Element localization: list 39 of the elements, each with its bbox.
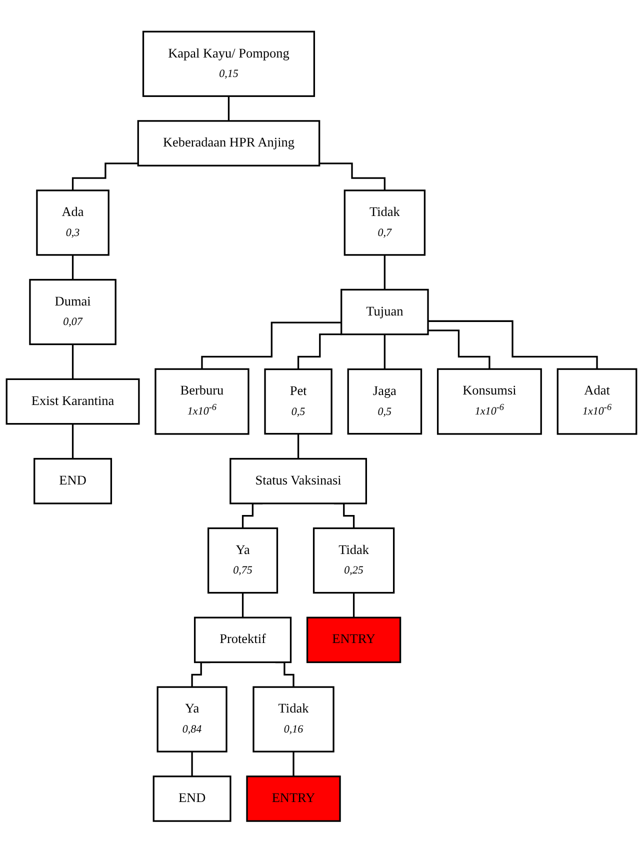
- node-box: Ya 0,84: [156, 686, 228, 753]
- node-box: Status Vaksinasi: [230, 458, 367, 504]
- connector: [72, 162, 138, 192]
- node-box: Pet 0,5: [264, 368, 332, 435]
- node-box: Adat 1x10$^{-6}$: [556, 368, 638, 435]
- connector: [228, 95, 230, 122]
- node-box: ENTRY: [246, 776, 341, 822]
- node-box: Tidak 0,16: [252, 686, 334, 753]
- node-box: ENTRY: [306, 616, 402, 664]
- connector: [428, 320, 598, 370]
- node-box: Konsumsi 1x10$^{-6}$: [436, 368, 542, 435]
- connector: [297, 433, 300, 460]
- connector: [384, 334, 386, 370]
- node-box: Ya 0,75: [207, 528, 278, 594]
- connector: [72, 254, 74, 281]
- node-box: Exist Karantina: [6, 378, 140, 425]
- node-box: Berburu 1x10$^{-6}$: [154, 368, 250, 435]
- node-box: Ada 0,3: [36, 190, 110, 256]
- connector: [352, 592, 355, 619]
- connector: [319, 162, 386, 192]
- connector: [201, 322, 342, 370]
- node-box: Jaga 0,5: [347, 368, 422, 435]
- connector: [72, 344, 74, 380]
- node-box: Tidak 0,7: [344, 190, 426, 256]
- node-box: Kapal Kayu/ Pompong 0,15: [142, 30, 316, 98]
- node-box: Tujuan: [340, 289, 429, 336]
- node-box: END: [152, 776, 232, 822]
- connector: [428, 330, 490, 370]
- connector: [384, 254, 386, 291]
- node-box: Dumai 0,07: [29, 279, 116, 346]
- node-box: Keberadaan HPR Anjing: [137, 120, 320, 167]
- connector: [72, 423, 74, 460]
- connector: [191, 750, 193, 778]
- node-box: Tidak 0,25: [312, 528, 395, 594]
- node-box: Protektif: [194, 616, 292, 664]
- connector: [242, 592, 244, 619]
- node-box: END: [34, 458, 112, 504]
- connector: [292, 750, 294, 778]
- connector: [297, 334, 342, 370]
